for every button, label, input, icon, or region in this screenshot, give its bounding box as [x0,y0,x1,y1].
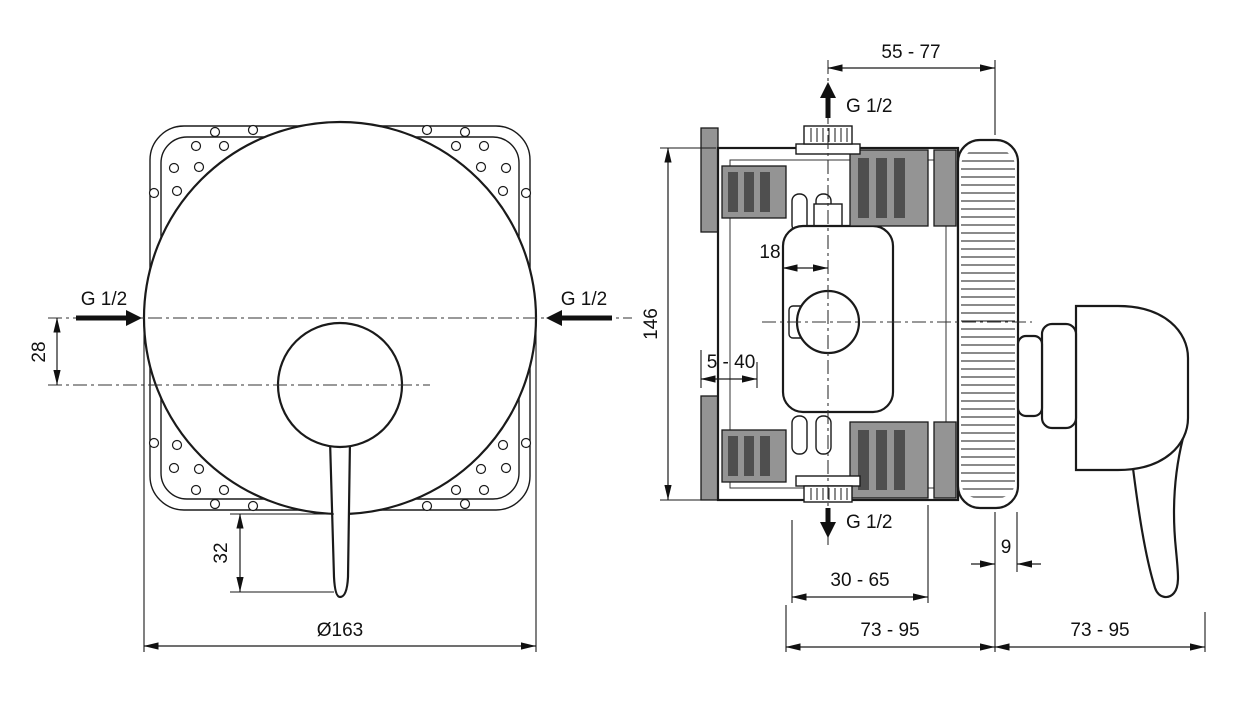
lever-blade-side [1129,428,1185,599]
dim-label-18: 18 [759,242,780,263]
outlet-arrowhead-bottom [820,522,836,538]
side-view: 55 - 77 G 1/2 18 146 5 - 40 G 1/2 30 - 6… [641,42,1206,652]
dim-label-146: 146 [641,308,662,340]
dim-label-73-95-left: 73 - 95 [860,620,919,641]
lever-body-side [1074,304,1190,472]
thread-label-right: G 1/2 [561,289,607,310]
dim-label-73-95-right: 73 - 95 [1070,620,1129,641]
dim-label-30-65: 30 - 65 [830,570,889,591]
dim-label-28: 28 [29,341,50,362]
lever-handle-front [328,438,352,599]
bracket-bar-bottom [700,395,719,501]
dim-label-55-77: 55 - 77 [881,42,940,63]
dim-label-5-40: 5 - 40 [707,352,756,373]
dim-label-9: 9 [1001,537,1012,558]
thread-label-left: G 1/2 [81,289,127,310]
handle-neck [1016,334,1044,418]
thread-label-bottom: G 1/2 [846,512,892,533]
front-view: 28 Ø163 32 G 1/2 G 1/2 [29,120,632,652]
escutcheon-rings [961,150,1015,498]
dim-label-diameter: Ø163 [317,620,363,641]
inlet-arrowhead-left [126,310,142,326]
bracket-bar-top [700,127,719,233]
mounting-holes [148,124,532,512]
thread-label-top: G 1/2 [846,96,892,117]
clamp-blocks [721,149,957,499]
inlet-arrowhead-right [546,310,562,326]
outlet-arrowhead-top [820,82,836,98]
dim-label-32: 32 [211,542,232,563]
handle-base [1040,322,1078,430]
